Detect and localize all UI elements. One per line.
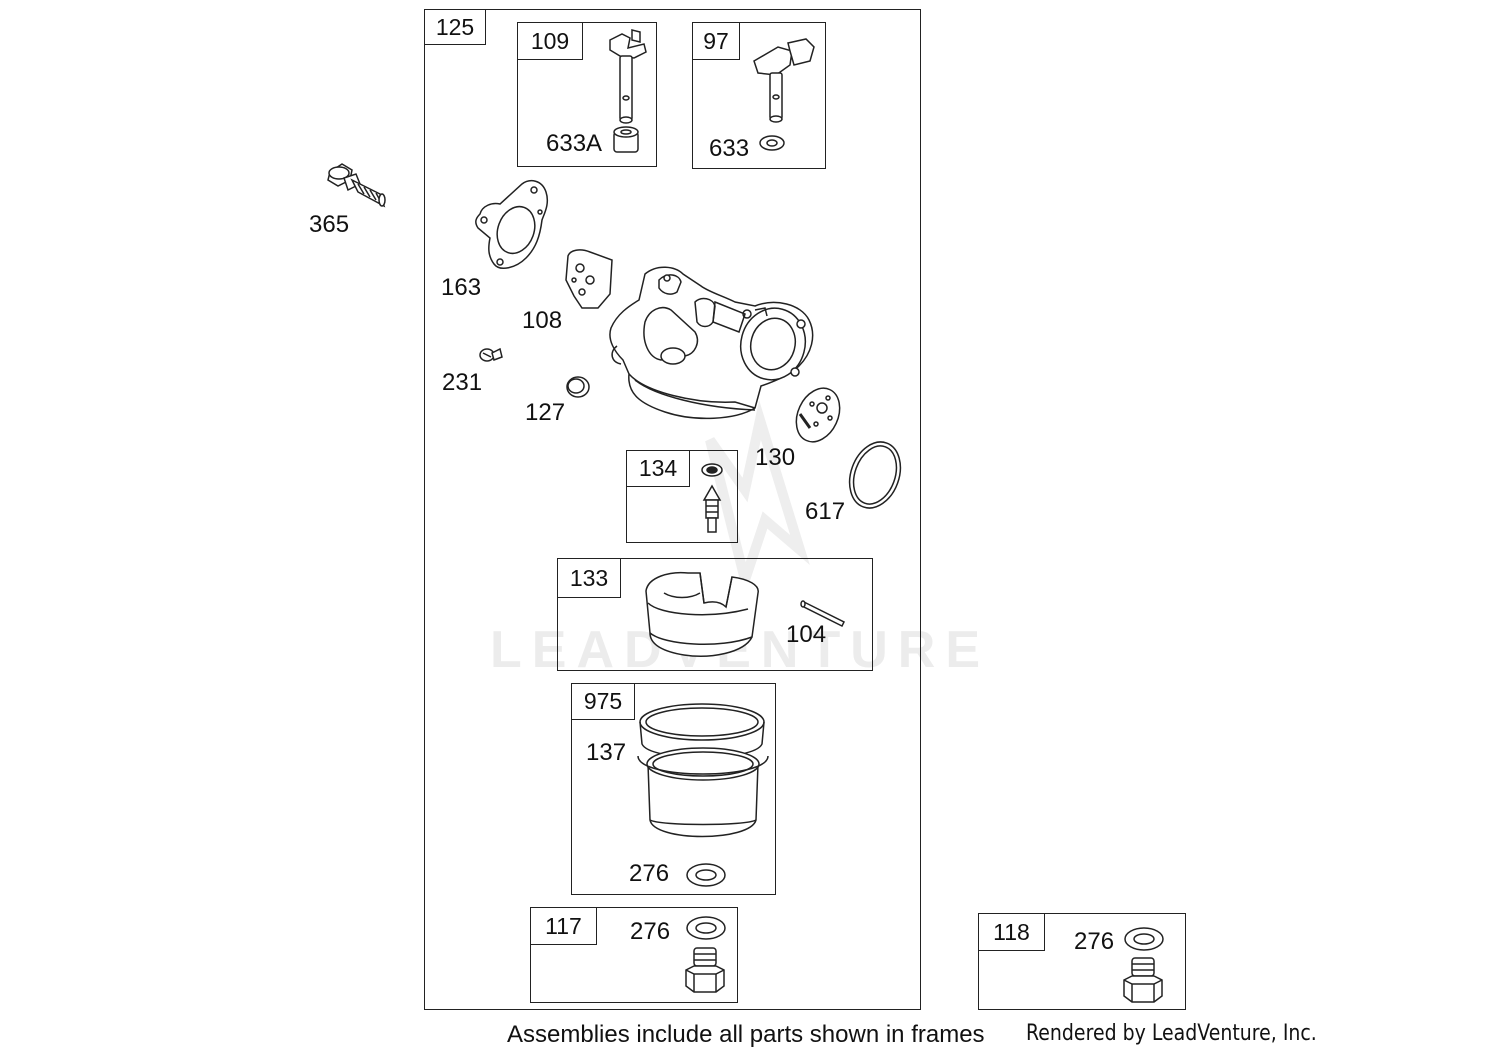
part-label-163[interactable]: 163 bbox=[441, 274, 482, 301]
frame-118-tag[interactable]: 118 bbox=[978, 913, 1045, 951]
footer-note: Assemblies include all parts shown in fr… bbox=[507, 1021, 985, 1048]
washer-276-975-drawing[interactable] bbox=[684, 860, 728, 890]
gasket-163-drawing[interactable] bbox=[470, 176, 555, 276]
plate-130-drawing[interactable] bbox=[790, 384, 846, 446]
throttle-shaft-109-drawing[interactable] bbox=[600, 28, 660, 163]
frame-109: 109 bbox=[517, 22, 657, 167]
part-label-633[interactable]: 633 bbox=[709, 135, 750, 162]
frame-125-tag[interactable]: 125 bbox=[424, 9, 486, 45]
screw-231-drawing[interactable] bbox=[478, 345, 504, 367]
float-pin-104-drawing[interactable] bbox=[798, 596, 850, 628]
part-label-276-975[interactable]: 276 bbox=[629, 860, 670, 887]
needle-seat-134-drawing[interactable] bbox=[696, 460, 728, 536]
part-label-137[interactable]: 137 bbox=[586, 739, 627, 766]
part-label-276-118[interactable]: 276 bbox=[1074, 928, 1115, 955]
frame-975: 975 bbox=[571, 683, 776, 895]
frame-118: 118 bbox=[978, 913, 1186, 1010]
frame-97-tag[interactable]: 97 bbox=[692, 22, 740, 60]
welch-plug-127-drawing[interactable] bbox=[564, 374, 592, 400]
frame-117: 117 bbox=[530, 907, 738, 1003]
o-ring-617-drawing[interactable] bbox=[846, 438, 904, 512]
float-133-drawing[interactable] bbox=[640, 563, 765, 663]
part-label-617[interactable]: 617 bbox=[805, 498, 846, 525]
frame-117-tag[interactable]: 117 bbox=[530, 907, 597, 945]
bowl-bolt-117-drawing[interactable] bbox=[682, 946, 728, 996]
washer-276-117-drawing[interactable] bbox=[684, 913, 728, 943]
part-label-633a[interactable]: 633A bbox=[546, 130, 603, 157]
insulator-108-drawing[interactable] bbox=[560, 246, 620, 316]
frame-109-tag[interactable]: 109 bbox=[517, 22, 583, 60]
footer-credit: Rendered by LeadVenture, Inc. bbox=[1026, 1021, 1317, 1046]
frame-133-tag[interactable]: 133 bbox=[557, 558, 621, 598]
frame-134-tag[interactable]: 134 bbox=[626, 450, 690, 487]
choke-shaft-97-drawing[interactable] bbox=[748, 35, 818, 160]
part-label-108[interactable]: 108 bbox=[522, 307, 563, 334]
bowl-bolt-118-drawing[interactable] bbox=[1120, 956, 1166, 1006]
frame-97: 97 bbox=[692, 22, 826, 169]
frame-125: 125 bbox=[424, 9, 921, 1010]
washer-276-118-drawing[interactable] bbox=[1122, 924, 1166, 954]
part-label-276-117[interactable]: 276 bbox=[630, 918, 671, 945]
frame-975-tag[interactable]: 975 bbox=[571, 683, 635, 720]
frame-133: 133 bbox=[557, 558, 873, 671]
frame-134: 134 bbox=[626, 450, 738, 543]
carburetor-body-drawing[interactable] bbox=[605, 262, 820, 427]
part-label-365[interactable]: 365 bbox=[309, 211, 350, 238]
part-label-130[interactable]: 130 bbox=[755, 444, 796, 471]
bolt-365-drawing[interactable] bbox=[322, 160, 392, 215]
part-label-127[interactable]: 127 bbox=[525, 399, 566, 426]
part-label-104[interactable]: 104 bbox=[786, 621, 827, 648]
part-label-231[interactable]: 231 bbox=[442, 369, 483, 396]
float-bowl-975-drawing[interactable] bbox=[630, 700, 775, 850]
